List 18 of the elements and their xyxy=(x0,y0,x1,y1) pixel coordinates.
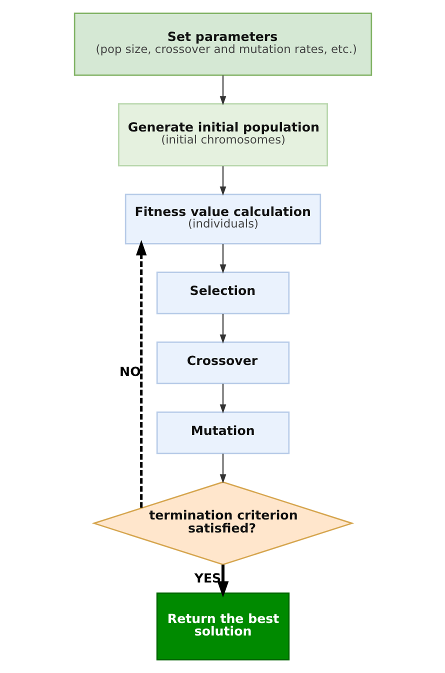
node-box: Selection xyxy=(156,272,290,314)
node-box: Fitness value calculation (individuals) xyxy=(124,194,321,244)
node-box: Generate initial population (initial chromosomes) xyxy=(118,103,328,166)
node-box: Crossover xyxy=(156,342,290,384)
arrow xyxy=(216,564,228,598)
arrow xyxy=(219,384,226,414)
arrow xyxy=(219,166,226,196)
arrow xyxy=(219,314,226,344)
node-box: Return the best solution xyxy=(156,592,290,660)
arrow xyxy=(135,240,146,508)
edge-label: YES xyxy=(194,570,221,586)
node-box: Mutation xyxy=(156,411,290,454)
node-diamond: termination criterion satisfied? xyxy=(91,481,354,566)
edge-label: NO xyxy=(119,364,140,380)
node-box: Set parameters (pop size, crossover and mutation rates, etc.) xyxy=(73,12,372,76)
arrow xyxy=(219,454,226,484)
arrow xyxy=(219,244,226,274)
arrow xyxy=(219,75,226,106)
